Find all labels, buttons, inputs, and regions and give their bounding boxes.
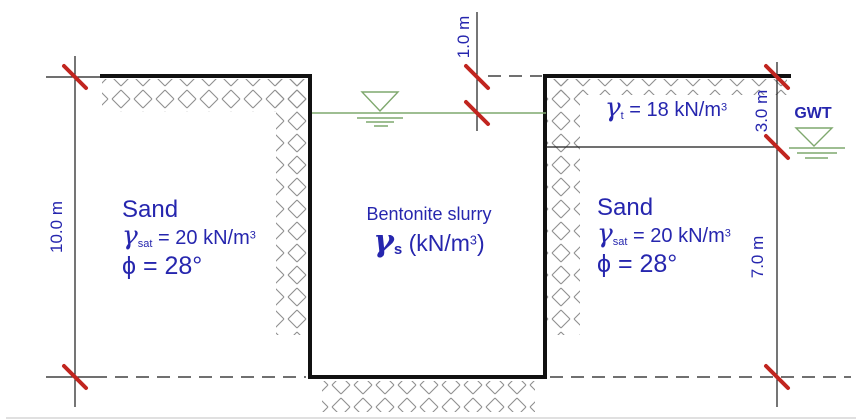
tick-right-gwt bbox=[764, 134, 790, 160]
left-soil-name: Sand bbox=[122, 196, 179, 223]
lower-right-dim-label: 7.0 m bbox=[748, 235, 767, 279]
top-layer-gamma-sub: t bbox=[620, 110, 624, 123]
left-soil-gamma-line: γsat = 20 kN/m3 bbox=[122, 222, 256, 250]
top-layer-gamma-value: = 18 kN/m bbox=[623, 99, 721, 121]
freeboard-dim-label: 1.0 m bbox=[454, 15, 473, 59]
left-soil-gamma-value: = 20 kN/m bbox=[152, 226, 250, 249]
dimension-ticks bbox=[62, 64, 790, 390]
tick-right-bottom bbox=[764, 364, 790, 390]
right-soil-block: Sand γsat = 20 kN/m3 ϕ = 28° bbox=[597, 194, 731, 279]
gwt-label: GWT bbox=[794, 105, 832, 122]
left-soil-phi: ϕ = 28° bbox=[122, 252, 203, 281]
left-soil-gamma-exp: 3 bbox=[249, 229, 256, 242]
trench-outline bbox=[308, 74, 547, 379]
hatch-right-trench-wall bbox=[547, 79, 580, 335]
right-soil-gamma-sub: sat bbox=[612, 235, 628, 248]
tick-freeboard-bottom bbox=[464, 100, 490, 126]
slurry-units-open: (kN/m bbox=[402, 230, 470, 256]
hatch-right-surface bbox=[547, 79, 787, 95]
right-soil-gamma-exp: 3 bbox=[724, 227, 731, 240]
slurry-gamma-sub: s bbox=[393, 241, 403, 258]
left-soil-gamma-symbol: γ bbox=[122, 219, 138, 251]
slurry-unit-weight: γs (kN/m3) bbox=[312, 226, 546, 258]
water-level-dashes bbox=[357, 117, 403, 127]
slurry-units-exp: 3 bbox=[469, 233, 477, 248]
hatch-left-surface bbox=[102, 79, 310, 112]
slurry-gamma-symbol: γ bbox=[373, 223, 394, 259]
gwt-triangle-icon bbox=[794, 127, 834, 147]
right-soil-phi: ϕ = 28° bbox=[597, 250, 678, 279]
right-soil-name: Sand bbox=[597, 194, 654, 221]
top-layer-gamma-symbol: γ bbox=[604, 92, 621, 123]
gwt-level-dashes bbox=[789, 147, 845, 159]
tick-left-top bbox=[62, 64, 88, 90]
right-soil-gamma-line: γsat = 20 kN/m3 bbox=[597, 220, 731, 248]
left-soil-gamma-sub: sat bbox=[137, 237, 153, 250]
top-layer-gamma-exp: 3 bbox=[720, 101, 728, 114]
top-layer-property: γt = 18 kN/m3 bbox=[556, 94, 776, 123]
tick-freeboard-top bbox=[464, 64, 490, 90]
water-triangle-icon bbox=[360, 91, 400, 113]
hatch-trench-bottom bbox=[322, 381, 535, 412]
left-soil-block: Sand γsat = 20 kN/m3 ϕ = 28° bbox=[122, 196, 256, 281]
slurry-name: Bentonite slurry bbox=[366, 204, 492, 224]
slurry-label-block: Bentonite slurry γs (kN/m3) bbox=[312, 204, 546, 257]
left-depth-dim-label: 10.0 m bbox=[47, 201, 66, 253]
slurry-water-symbol bbox=[357, 91, 403, 127]
slurry-units-close: ) bbox=[476, 230, 485, 256]
gwt-water-symbol bbox=[789, 127, 845, 159]
hatch-left-trench-wall bbox=[276, 79, 309, 335]
right-soil-gamma-symbol: γ bbox=[597, 217, 613, 249]
tick-left-bottom bbox=[62, 364, 88, 390]
tick-right-top bbox=[764, 64, 790, 90]
soil-hatch-bands bbox=[102, 79, 787, 412]
right-soil-gamma-value: = 20 kN/m bbox=[627, 224, 725, 247]
